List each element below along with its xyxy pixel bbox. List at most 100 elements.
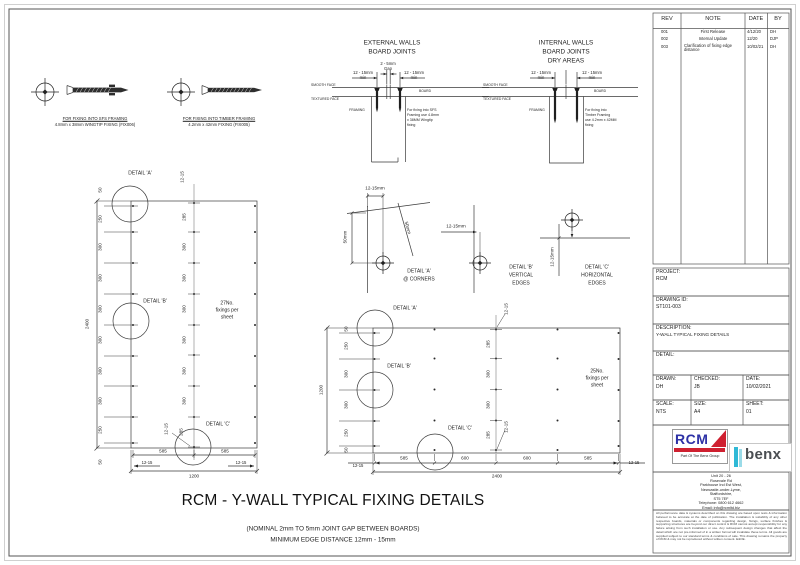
- lb-mid-dim: 300: [181, 274, 187, 282]
- int-edge-min-right: min: [588, 74, 596, 80]
- int-board-label: BOARD: [593, 89, 607, 94]
- left-board-detail-a-label: DETAIL 'A': [128, 170, 152, 177]
- ext-edge-dim-right: 12 - 15mm: [403, 69, 425, 75]
- title-block-grid: [652, 267, 790, 554]
- rb-left-dim: 300: [343, 370, 349, 378]
- callout-c-label-3: EDGES: [588, 280, 606, 287]
- ext-note-line-3: x 38MM Wingtip: [407, 118, 433, 122]
- drawing-subtitle-2: MINIMUM EDGE DISTANCE 12mm - 15mm: [270, 536, 396, 544]
- lb-left-dim: 250: [97, 426, 103, 434]
- rev-row-note: First Release: [700, 28, 726, 34]
- drawn-value: DH: [656, 384, 664, 390]
- address-line: Unit 20 - 26: [711, 474, 731, 478]
- rb-mid-dim: 285: [485, 431, 491, 439]
- rev-header-by: BY: [774, 16, 782, 23]
- ext-edge-min-right: min: [410, 74, 418, 80]
- rev-header-note: NOTE: [705, 16, 721, 23]
- rb-mid-dim: 12-15: [503, 421, 509, 433]
- company-address: Unit 20 - 26 Rosevale Rd Parkhouse Ind E…: [654, 474, 788, 510]
- benx-logo-bar2-icon: [739, 449, 742, 467]
- drawing-id-label: DRAWING ID:: [656, 297, 688, 303]
- lb-left-dim: 300: [97, 336, 103, 344]
- sheet-value: 01: [746, 409, 752, 415]
- rb-edge-dim-right: 12-15: [628, 459, 640, 465]
- internal-joint-drawing: [482, 70, 638, 164]
- timber-screw-drawing: [201, 85, 262, 95]
- rb-left-dim: 250: [343, 342, 349, 350]
- lb-left-dim: 300: [97, 274, 103, 282]
- lb-edge-dim-left: 12-15: [141, 459, 153, 465]
- callout-a-vert-dim: 50mm: [342, 230, 348, 244]
- callout-a-label-1: DETAIL 'A': [407, 268, 431, 275]
- rb-mid-dim: 300: [485, 370, 491, 378]
- right-board-overall-width: 2400: [491, 473, 503, 479]
- lb-left-dim: 300: [97, 367, 103, 375]
- checked-label: CHECKED:: [694, 376, 720, 382]
- left-board-count-1: 27No.: [220, 300, 234, 307]
- right-board-detail-a-label: DETAIL 'A': [393, 305, 417, 312]
- crosshair-icon: [31, 78, 583, 274]
- address-line: ST5 7EF: [713, 496, 729, 501]
- address-line: Rosevale Rd: [710, 478, 732, 483]
- right-board-detail-b-label: DETAIL 'B': [387, 363, 411, 370]
- rev-row-rev: 002: [661, 36, 668, 41]
- sheet-label: SHEET:: [746, 401, 764, 407]
- ext-smooth-face-label: SMOOTH FACE: [311, 83, 336, 87]
- int-edge-min-left: min: [537, 74, 545, 80]
- rev-header-date: DATE: [748, 16, 764, 23]
- int-textured-face-label: TEXTURED FACE: [483, 97, 512, 101]
- rev-row-by: DH: [770, 44, 777, 49]
- callout-a-dim: 12-15mm: [365, 185, 385, 191]
- project-label: PROJECT:: [656, 269, 681, 275]
- rev-row-note: Internal Update: [698, 35, 728, 41]
- ext-board-label: BOARD: [418, 89, 432, 94]
- sfs-fixing-title: FOR FIXING INTO SFS FRAMING: [62, 115, 128, 121]
- external-joint-title-2: BOARD JOINTS: [368, 48, 416, 56]
- benx-logo: benx: [729, 443, 792, 472]
- right-board-overall-height: 1200: [318, 384, 324, 396]
- rcm-logo-text: RCM: [675, 431, 709, 447]
- benx-logo-bar-icon: [734, 447, 738, 467]
- callout-b-label-1: DETAIL 'B': [509, 264, 533, 271]
- rb-edge-dim-left: 12-15: [352, 462, 364, 468]
- lb-mid-dim: 300: [181, 243, 187, 251]
- rb-left-dim: 50: [343, 447, 349, 453]
- rb-left-dim: 250: [343, 429, 349, 437]
- right-board-count-1: 25No.: [590, 368, 604, 375]
- size-value: A4: [694, 409, 701, 415]
- internal-joint-title-3: DRY AREAS: [547, 57, 585, 65]
- lb-left-dim: 50: [97, 459, 103, 465]
- rev-row-rev: 003: [661, 44, 668, 49]
- rev-header-rev: REV: [661, 16, 673, 23]
- rb-bottom-dim: 585: [400, 455, 408, 461]
- drawn-label: DRAWN:: [656, 376, 677, 382]
- lb-left-dim: 300: [97, 305, 103, 313]
- left-board-drawing: [94, 184, 260, 474]
- int-note-line-1: For fixing into: [585, 108, 607, 112]
- detail-label: DETAIL:: [656, 352, 675, 358]
- rev-row-date: 4/12/20: [747, 29, 761, 34]
- address-line: Newcastle-under-Lyme,: [701, 487, 741, 492]
- lb-mid-dim: 285: [178, 428, 184, 436]
- rb-mid-dim: 12-15: [503, 303, 509, 315]
- address-line: Email: info@rcmltd.biz: [702, 505, 740, 510]
- rcm-logo-bar: [674, 448, 725, 452]
- lb-left-dim: 250: [97, 215, 103, 223]
- ext-note-line-2: Framing use 4.8mm: [407, 113, 439, 117]
- rev-row-rev: 001: [661, 29, 668, 34]
- address-line: Staffordshire,: [709, 492, 733, 497]
- address-line: Telephone: 0800 612 4662: [698, 501, 744, 506]
- sfs-fixing-spec: 4.8mm x 38mm WINGTIP FIXING (FIX006): [54, 121, 136, 127]
- callout-c-drawing: [540, 224, 630, 276]
- lb-left-dim: 300: [97, 243, 103, 251]
- callout-c-dim: 12-15mm: [549, 247, 555, 267]
- gap-dim: 2 - 5mm: [380, 60, 396, 66]
- rb-left-dim: 300: [343, 401, 349, 409]
- lb-mid-dim: 12-15: [163, 423, 169, 435]
- date-value: 10/02/2021: [746, 384, 772, 390]
- right-board-drawing: [324, 309, 645, 475]
- callout-a-label-2: @ CORNERS: [403, 276, 435, 283]
- callout-b-label-3: EDGES: [512, 280, 530, 287]
- drawing-subtitle-1: (NOMINAL 2mm TO 5mm JOINT GAP BETWEEN BO…: [246, 525, 420, 533]
